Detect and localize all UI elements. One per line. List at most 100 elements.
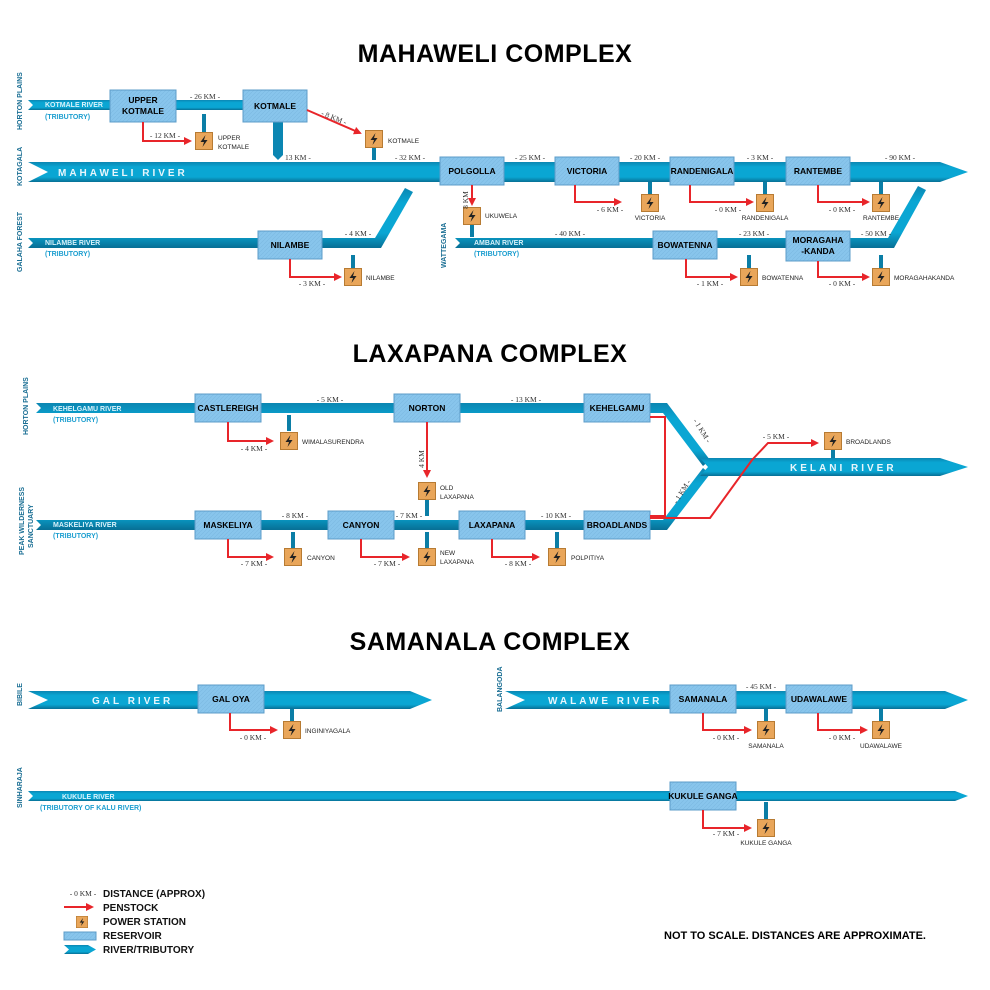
legend-power-station-label: POWER STATION xyxy=(103,917,186,928)
kehelgamu-river-label: KEHELGAMU RIVER xyxy=(53,406,121,413)
origin-balangoda: BALANGODA xyxy=(497,667,504,713)
power-station-randenigala[interactable]: RANDENIGALA xyxy=(742,182,789,222)
power-stations-mahaweli: UPPER KOTMALE KOTMALE UKUWELA VICTORIA xyxy=(195,114,955,286)
power-station-udawalawe[interactable]: UDAWALAWE xyxy=(860,709,903,750)
svg-text:KEHELGAMU: KEHELGAMU xyxy=(590,403,645,413)
samanala-complex: SAMANALA COMPLEX BIBILE BALANGODA SINHAR… xyxy=(17,628,968,847)
distance-label: - 32 KM - xyxy=(395,153,426,162)
kukule-river-sub: (TRIBUTORY OF KALU RIVER) xyxy=(40,805,141,812)
power-station-old-laxapana[interactable]: OLD LAXAPANA xyxy=(418,482,475,517)
distances-samanala: - 0 KM - - 45 KM - - 0 KM - - 0 KM - - 7… xyxy=(240,682,856,838)
power-station-new-laxapana[interactable]: NEW LAXAPANA xyxy=(418,532,475,566)
reservoir-upper-kotmale[interactable]: UPPER KOTMALE xyxy=(109,89,177,123)
reservoir-norton[interactable]: NORTON xyxy=(393,393,461,423)
reservoir-bowatenna[interactable]: BOWATENNA xyxy=(652,230,718,260)
reservoir-rantembe[interactable]: RANTEMBE xyxy=(785,156,851,186)
reservoir-moragahakanda[interactable]: MORAGAHA -KANDA xyxy=(785,230,851,262)
maskeliya-river-label: MASKELIYA RIVER xyxy=(53,522,117,529)
reservoir-kukule-ganga[interactable]: KUKULE GANGA xyxy=(668,781,738,811)
legend-river-icon xyxy=(64,945,96,954)
power-station-inginiyagala[interactable]: INGINIYAGALA xyxy=(283,709,352,739)
reservoir-broadlands[interactable]: BROADLANDS xyxy=(583,510,651,540)
reservoir-canyon[interactable]: CANYON xyxy=(327,510,395,540)
kotmale-river-label: KOTMALE RIVER xyxy=(45,102,103,109)
power-station-canyon[interactable]: CANYON xyxy=(284,532,336,566)
svg-text:BROADLANDS: BROADLANDS xyxy=(587,520,648,530)
reservoir-polgolla[interactable]: POLGOLLA xyxy=(439,156,505,186)
svg-text:NILAMBE: NILAMBE xyxy=(271,240,310,250)
svg-text:CANYON: CANYON xyxy=(343,520,380,530)
distance-label: - 6 KM - xyxy=(597,205,624,214)
kotmale-river-sub: (TRIBUTORY) xyxy=(45,114,90,121)
reservoir-castlereigh[interactable]: CASTLEREIGH xyxy=(194,393,262,423)
distance-label: - 50 KM - xyxy=(861,229,892,238)
reservoir-victoria[interactable]: VICTORIA xyxy=(554,156,620,186)
svg-text:KUKULE GANGA: KUKULE GANGA xyxy=(668,791,737,801)
origin-sanctuary: SANCTUARY xyxy=(28,504,35,548)
svg-text:CASTLEREIGH: CASTLEREIGH xyxy=(198,403,259,413)
power-station-kotmale[interactable]: KOTMALE xyxy=(365,130,420,161)
svg-text:WIMALASURENDRA: WIMALASURENDRA xyxy=(302,439,365,446)
reservoir-udawalawe[interactable]: UDAWALAWE xyxy=(785,684,853,714)
kehelgamu-river-sub: (TRIBUTORY) xyxy=(53,417,98,424)
reservoir-maskeliya[interactable]: MASKELIYA xyxy=(194,510,262,540)
svg-text:LAXAPANA: LAXAPANA xyxy=(440,494,475,501)
power-station-wimalasurendra[interactable]: WIMALASURENDRA xyxy=(280,415,365,450)
reservoir-samanala[interactable]: SAMANALA xyxy=(669,684,737,714)
power-station-upper-kotmale[interactable]: UPPER KOTMALE xyxy=(195,114,250,151)
samanala-title: SAMANALA COMPLEX xyxy=(350,628,631,656)
penstock-kotmale xyxy=(306,109,362,135)
svg-text:INGINIYAGALA: INGINIYAGALA xyxy=(305,728,351,735)
nilambe-river-sub: (TRIBUTORY) xyxy=(45,251,90,258)
penstock-bowatenna xyxy=(685,259,738,281)
reservoir-nilambe[interactable]: NILAMBE xyxy=(257,230,323,260)
penstock-castlereigh xyxy=(227,422,274,445)
distance-label: - 7 KM - xyxy=(713,829,740,838)
origin-horton-plains: HORTON PLAINS xyxy=(17,72,24,130)
reservoir-randenigala[interactable]: RANDENIGALA xyxy=(669,156,735,186)
distance-label: - 1 KM - xyxy=(697,279,724,288)
penstock-maskeliya xyxy=(227,539,274,561)
power-station-bowatenna[interactable]: BOWATENNA xyxy=(740,255,804,286)
power-station-polpitiya[interactable]: POLPITIYA xyxy=(548,532,605,566)
svg-text:SAMANALA: SAMANALA xyxy=(679,694,728,704)
reservoir-kotmale[interactable]: KOTMALE xyxy=(242,89,308,123)
power-station-victoria[interactable]: VICTORIA xyxy=(635,182,666,222)
penstock-rantembe xyxy=(817,185,870,206)
distance-label: - 26 KM - xyxy=(190,92,221,101)
distance-label: - 12 KM - xyxy=(150,131,181,140)
power-station-ukuwela[interactable]: UKUWELA xyxy=(463,207,518,238)
svg-text:MORAGAHA: MORAGAHA xyxy=(793,235,844,245)
power-station-rantembe[interactable]: RANTEMBE xyxy=(863,182,900,222)
svg-text:CANYON: CANYON xyxy=(307,555,335,562)
penstock-gal-oya xyxy=(229,713,278,734)
power-station-moragahakanda[interactable]: MORAGAHAKANDA xyxy=(872,255,955,286)
legend-penstock-label: PENSTOCK xyxy=(103,903,159,914)
scale-note: NOT TO SCALE. DISTANCES ARE APPROXIMATE. xyxy=(664,930,926,942)
distance-label: - 25 KM - xyxy=(515,153,546,162)
distance-label: - 3 KM - xyxy=(747,153,774,162)
power-station-samanala[interactable]: SAMANALA xyxy=(748,709,784,750)
distance-label: - 8 KM - xyxy=(282,511,309,520)
penstock-victoria xyxy=(574,185,622,206)
power-station-broadlands[interactable]: BROADLANDS xyxy=(824,432,892,459)
svg-text:NEW: NEW xyxy=(440,550,456,557)
power-station-kukule-ganga[interactable]: KUKULE GANGA xyxy=(740,802,792,847)
origin-horton-plains: HORTON PLAINS xyxy=(23,377,30,435)
penstock-moragahakanda xyxy=(817,261,870,281)
svg-text:VICTORIA: VICTORIA xyxy=(635,215,666,222)
origin-kotagala: KOTAGALA xyxy=(17,147,24,186)
distance-label: - 13 KM - xyxy=(511,395,542,404)
svg-text:UKUWELA: UKUWELA xyxy=(485,213,518,220)
reservoir-laxapana[interactable]: LAXAPANA xyxy=(458,510,526,540)
penstocks-samanala xyxy=(229,713,868,832)
reservoir-gal-oya[interactable]: GAL OYA xyxy=(197,684,265,714)
penstock-laxapana xyxy=(491,539,540,561)
distance-label: - 0 KM - xyxy=(713,733,740,742)
power-station-nilambe[interactable]: NILAMBE xyxy=(344,255,396,286)
origin-sinharaja: SINHARAJA xyxy=(17,767,24,808)
reservoir-kehelgamu[interactable]: KEHELGAMU xyxy=(583,393,651,423)
power-stations-laxapana: WIMALASURENDRA OLD LAXAPANA CANYON NEW L… xyxy=(280,415,892,566)
svg-text:GAL OYA: GAL OYA xyxy=(212,694,250,704)
